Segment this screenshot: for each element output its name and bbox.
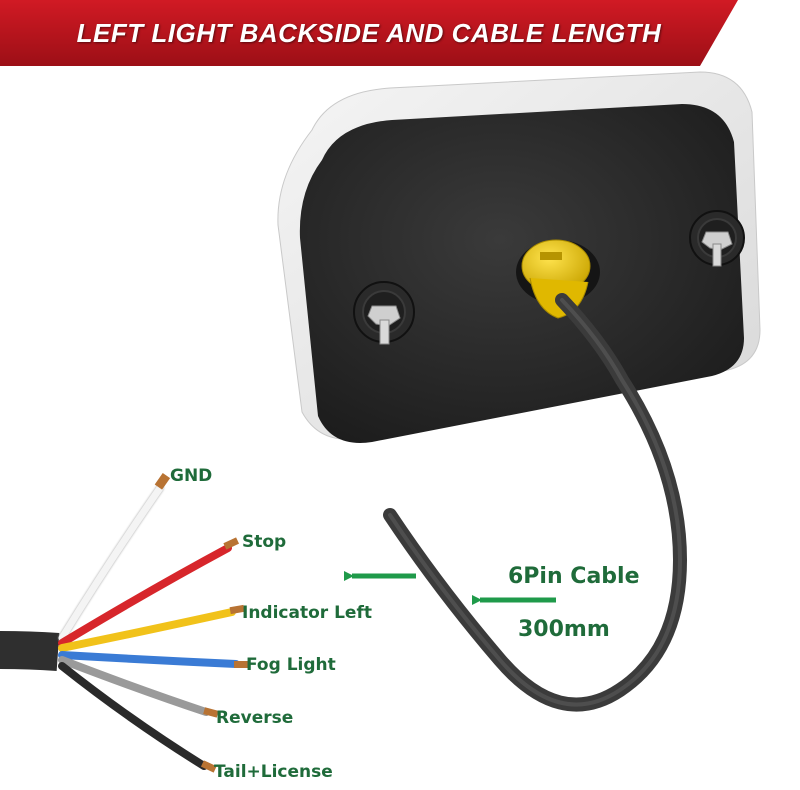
wire-label-indicator-left: Indicator Left [242, 603, 372, 623]
wire-label-reverse: Reverse [216, 708, 294, 728]
wire-label-stop: Stop [242, 532, 287, 552]
banner-shape [0, 0, 738, 66]
right-mounting-stud [689, 210, 745, 267]
cable-type-label: 6Pin Cable [508, 564, 640, 589]
banner-title: LEFT LIGHT BACKSIDE AND CABLE LENGTH [76, 17, 662, 48]
wire-label-tail-license: Tail+License [214, 762, 333, 782]
wire-tips [154, 472, 248, 773]
wire-set [58, 484, 240, 770]
title-banner: LEFT LIGHT BACKSIDE AND CABLE LENGTH [0, 0, 800, 66]
left-mounting-stud [353, 281, 415, 345]
wire-label-gnd: GND [170, 466, 213, 486]
wire-label-fog-light: Fog Light [246, 655, 336, 675]
cable-length-label: 300mm [518, 617, 610, 642]
wire-bundle-sheath [0, 631, 60, 671]
